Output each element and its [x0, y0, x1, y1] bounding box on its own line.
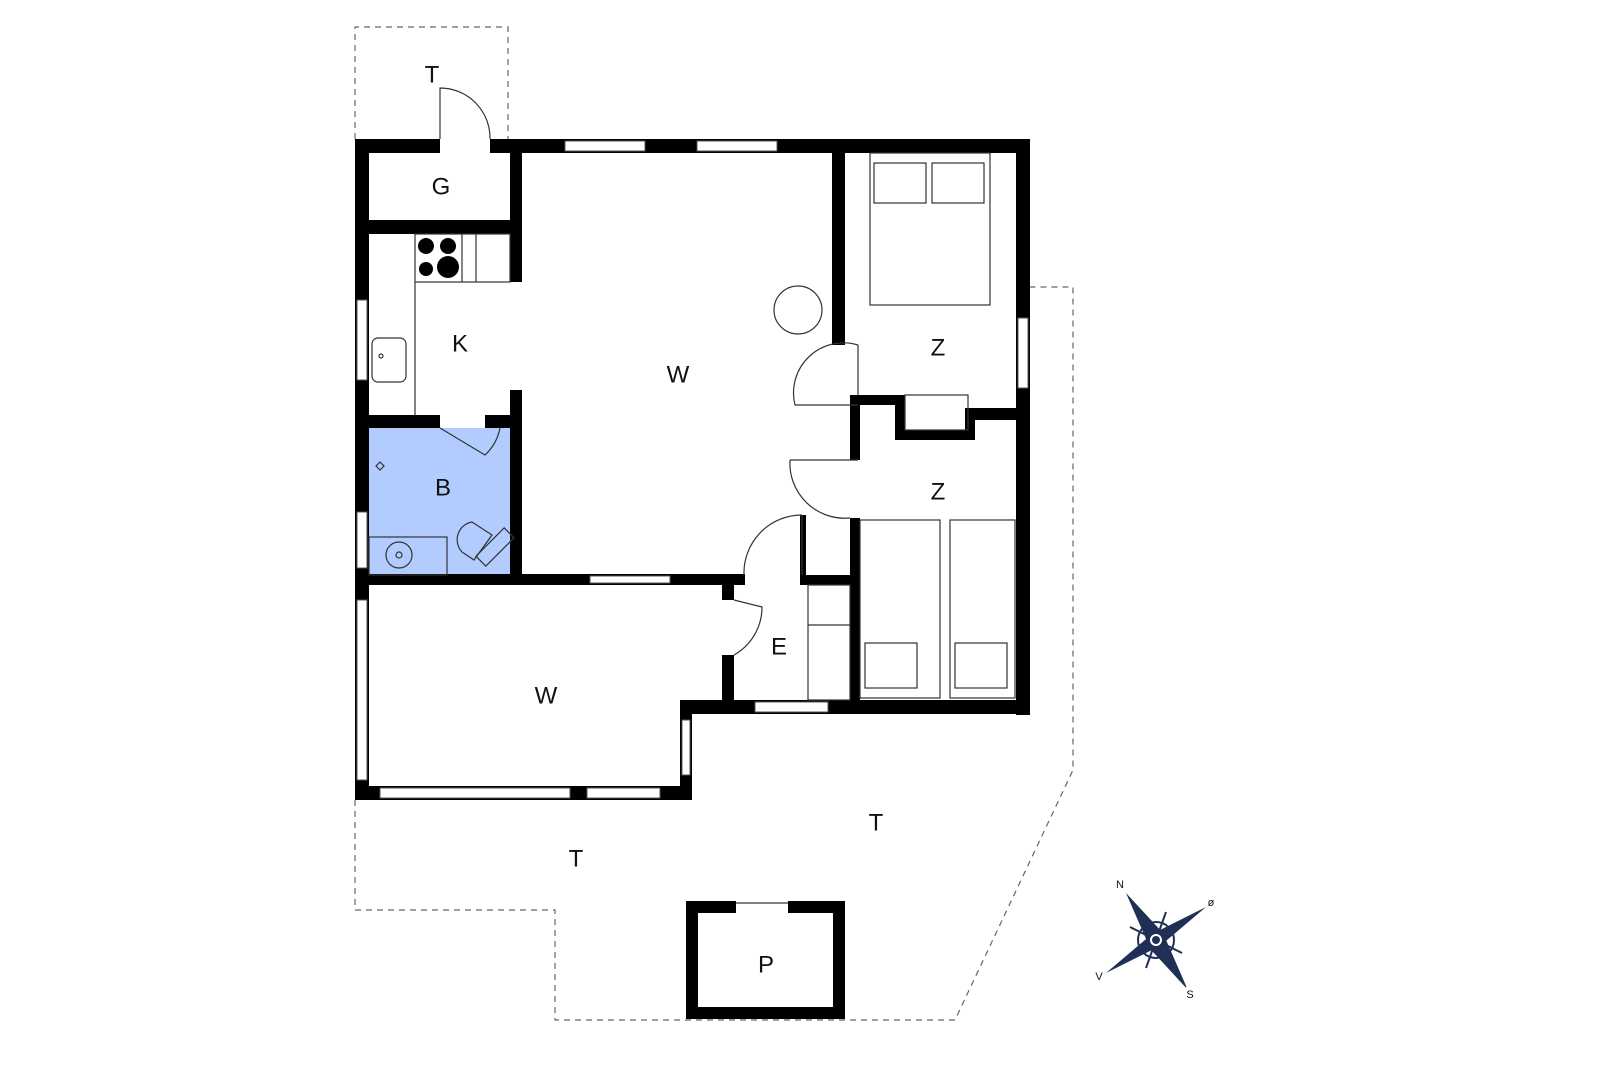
fixtures [368, 152, 1016, 701]
room-label-bedroom-1: Z [931, 334, 946, 361]
compass-south: S [1186, 989, 1193, 1001]
stove-burner [418, 238, 434, 254]
room-label-terrace-right: T [869, 809, 884, 836]
room-label-bathroom: B [435, 474, 451, 501]
terrace-entry-outline [354, 26, 509, 139]
bathroom-floor [369, 428, 512, 575]
compass-north: N [1116, 879, 1124, 891]
compass-east: ø [1208, 897, 1215, 909]
room-label-living-lower: W [535, 682, 558, 709]
room-label-entrance: E [771, 633, 787, 660]
parking-structure [686, 901, 845, 1019]
compass-west: V [1095, 971, 1103, 983]
dining-table [773, 285, 823, 335]
windows [356, 140, 1029, 799]
room-label-terrace-left: T [569, 845, 584, 872]
terrace-main-outline [354, 286, 1074, 1021]
room-label-storage: G [432, 173, 451, 200]
room-label-living-main: W [667, 361, 690, 388]
room-label-parking: P [758, 951, 774, 978]
compass-rose-icon [1106, 893, 1206, 988]
room-label-kitchen: K [452, 330, 468, 357]
room-label-terrace-entry: T [425, 61, 440, 88]
room-label-bedroom-2: Z [931, 478, 946, 505]
door-swings [439, 87, 859, 656]
